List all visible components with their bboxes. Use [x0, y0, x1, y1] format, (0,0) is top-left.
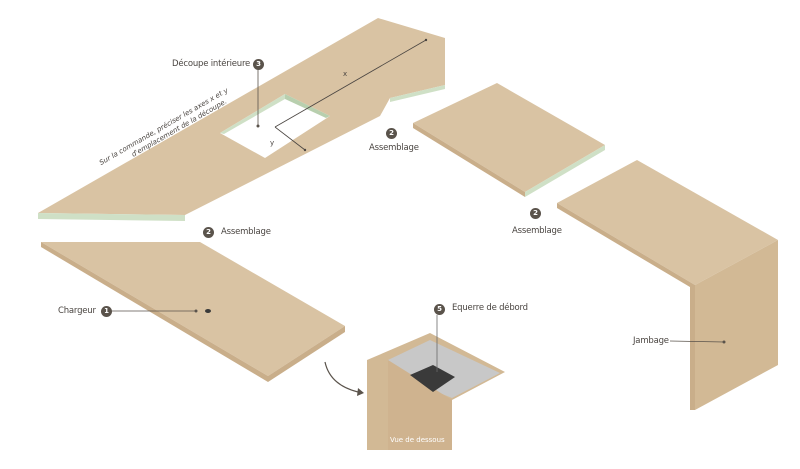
bottom-left-worktop-panel	[41, 242, 345, 382]
curved-arrow-icon	[324, 361, 359, 393]
detail-caption: Vue de dessous	[390, 436, 445, 444]
l-shaped-worktop-panel	[557, 160, 778, 410]
callout-badge-3: 3	[253, 59, 264, 70]
underside-detail-view	[367, 315, 505, 450]
callout-badge-5: 5	[434, 304, 445, 315]
callout-label-chargeur: Chargeur	[58, 306, 96, 316]
callout-badge-2-middle: 2	[386, 128, 397, 139]
axis-x-label: x	[343, 70, 347, 78]
jambage-label: Jambage	[633, 336, 669, 346]
callout-label-assemblage-middle: Assemblage	[369, 143, 419, 153]
long-worktop-panel	[38, 18, 445, 221]
callout-badge-2-right: 2	[530, 208, 541, 219]
callout-label-equerre-de-debord: Equerre de débord	[452, 303, 528, 313]
callout-badge-2-bottom: 2	[203, 227, 214, 238]
callout-label-decoupe-interieure: Découpe intérieure	[172, 59, 251, 69]
callout-label-assemblage-bottom: Assemblage	[221, 227, 271, 237]
middle-worktop-panel	[413, 83, 605, 197]
callout-badge-1: 1	[101, 306, 112, 317]
axis-y-label: y	[270, 139, 274, 147]
callout-label-assemblage-right: Assemblage	[512, 226, 562, 236]
